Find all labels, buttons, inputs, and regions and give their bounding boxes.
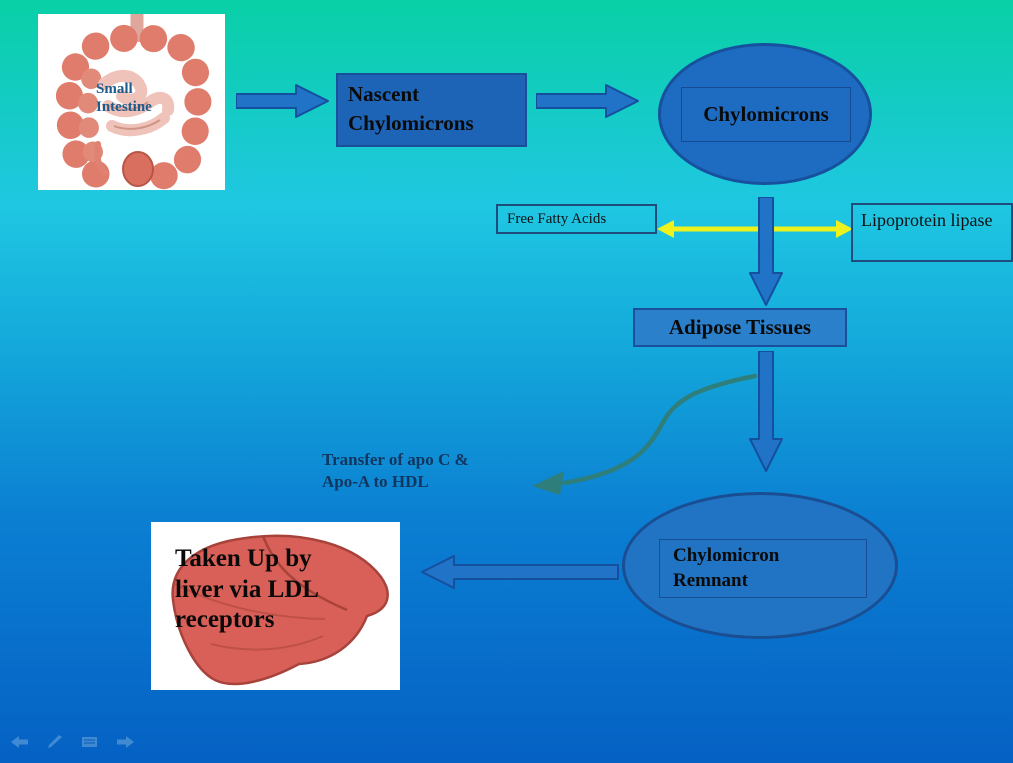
lipoprotein-lipase-box: Lipoprotein lipase: [851, 203, 1013, 262]
liver-illustration-icon: [171, 534, 389, 686]
pen-icon[interactable]: [45, 734, 65, 750]
presenter-toolbar: [10, 734, 135, 750]
adipose-tissues-box: Adipose Tissues: [633, 308, 847, 347]
curved-arrow-to-hdl: [532, 373, 758, 495]
chylomicron-remnant-ellipse: Chylomicron Remnant: [622, 492, 898, 639]
liver-figure: Taken Up by liver via LDL receptors: [151, 522, 400, 690]
chylomicrons-label: Chylomicrons: [681, 87, 851, 142]
next-slide-icon[interactable]: [115, 734, 135, 750]
small-intestine-figure: Small Intestine: [38, 14, 225, 190]
chylomicrons-ellipse: Chylomicrons: [658, 43, 872, 185]
arrow-intestine-to-nascent: [236, 84, 329, 118]
arrow-chylomicrons-to-adipose: [749, 197, 783, 306]
chylomicron-remnant-label: Chylomicron Remnant: [659, 539, 867, 598]
previous-slide-icon[interactable]: [10, 734, 30, 750]
nascent-chylomicrons-box: Nascent Chylomicrons: [336, 73, 527, 147]
intestine-illustration-icon: [55, 14, 212, 190]
transfer-note-label: Transfer of apo C & Apo-A to HDL: [322, 450, 469, 492]
arrow-adipose-to-remnant: [749, 351, 783, 472]
arrow-remnant-to-liver: [421, 555, 619, 589]
slide-menu-icon[interactable]: [80, 734, 100, 750]
free-fatty-acids-box: Free Fatty Acids: [496, 204, 657, 234]
liver-uptake-label: Taken Up by liver via LDL receptors: [175, 545, 318, 633]
small-intestine-label: Small Intestine: [96, 81, 152, 115]
arrow-nascent-to-chylomicrons: [536, 84, 639, 118]
yellow-double-arrow: [657, 220, 853, 238]
